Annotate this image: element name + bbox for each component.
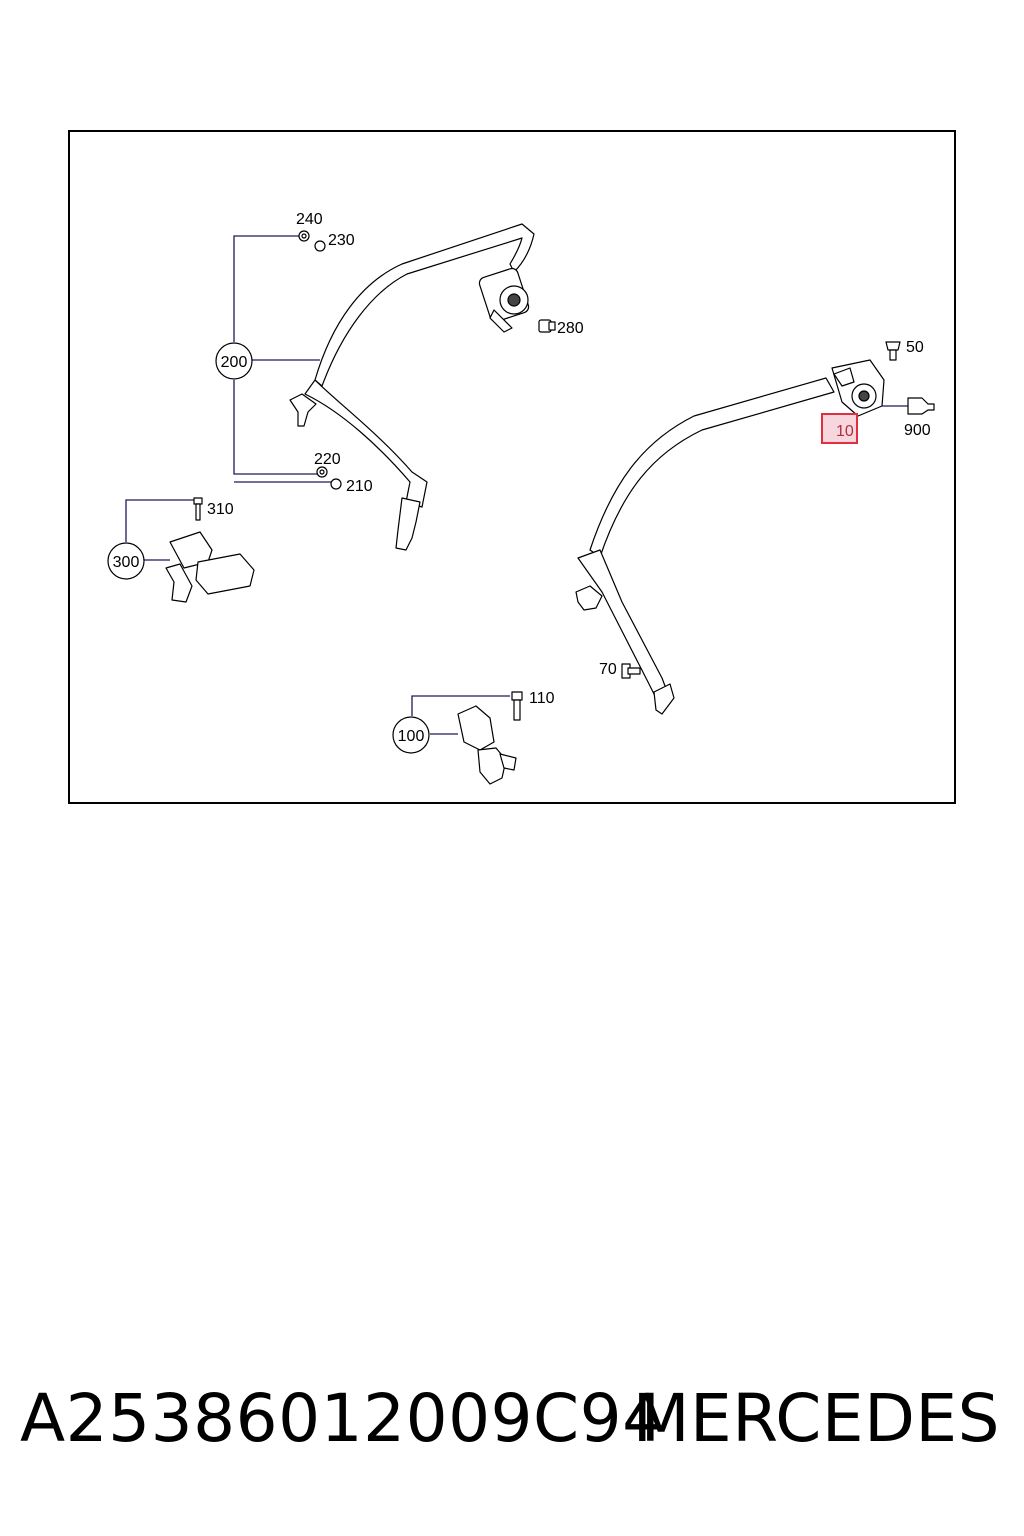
buckle-body-300 (195, 553, 255, 595)
buckle-latch-300 (169, 531, 213, 569)
belt-webbing-upper-right (589, 377, 835, 558)
bolt-110 (511, 691, 523, 721)
belt-webbing-lower-right (577, 549, 669, 703)
belt-guide-left (289, 393, 317, 427)
lower-anchor-left (395, 497, 421, 551)
callout-210[interactable]: 210 (346, 478, 373, 495)
buckle-assembly-100 (411, 691, 523, 785)
part-number: A25386012009C94 (20, 1380, 665, 1457)
callout-110[interactable]: 110 (529, 690, 555, 707)
retractor-10 (831, 359, 885, 417)
retractor-upper-left (478, 267, 530, 333)
brand-name: MERCEDES (632, 1380, 1000, 1457)
callout-70[interactable]: 70 (599, 661, 617, 678)
bolt-310 (193, 497, 203, 521)
washer-240 (298, 230, 310, 242)
callout-circle-200[interactable]: 200 (215, 342, 253, 380)
parts-diagram: 200 300 100 240 230 280 220 210 310 50 9… (107, 211, 935, 785)
callout-240[interactable]: 240 (296, 211, 323, 228)
callout-10[interactable]: 10 (836, 423, 854, 440)
connector-900 (907, 397, 935, 415)
washer-220 (316, 466, 328, 478)
footer: A25386012009C94 MERCEDES (0, 1380, 1024, 1470)
callout-310[interactable]: 310 (207, 501, 234, 518)
buckle-bracket-300 (165, 563, 193, 603)
callout-50[interactable]: 50 (906, 339, 924, 356)
callout-900[interactable]: 900 (904, 422, 931, 439)
leader-lines-200 (233, 235, 334, 483)
nut-210 (330, 478, 342, 490)
buckle-mount-100 (477, 747, 507, 785)
callout-220[interactable]: 220 (314, 451, 341, 468)
screw-50 (885, 341, 901, 361)
buckle-latch-100 (457, 705, 495, 751)
callout-circle-300[interactable]: 300 (107, 542, 145, 580)
nut-230 (314, 240, 326, 252)
callout-230[interactable]: 230 (328, 232, 355, 249)
callout-280[interactable]: 280 (557, 320, 584, 337)
svg-text:300: 300 (113, 554, 140, 571)
svg-text:200: 200 (221, 354, 248, 371)
callout-circle-100[interactable]: 100 (392, 716, 430, 754)
buckle-assembly-300 (125, 497, 255, 603)
diagram-frame: 200 300 100 240 230 280 220 210 310 50 9… (68, 130, 956, 804)
bolt-70 (621, 663, 641, 679)
lower-anchor-right (653, 683, 675, 715)
belt-assembly-10 (575, 341, 935, 715)
belt-guide-right (575, 585, 603, 611)
belt-assembly-200 (289, 223, 535, 551)
highlight-box-10[interactable] (821, 413, 858, 444)
svg-text:100: 100 (398, 728, 425, 745)
bolt-280 (538, 319, 556, 333)
